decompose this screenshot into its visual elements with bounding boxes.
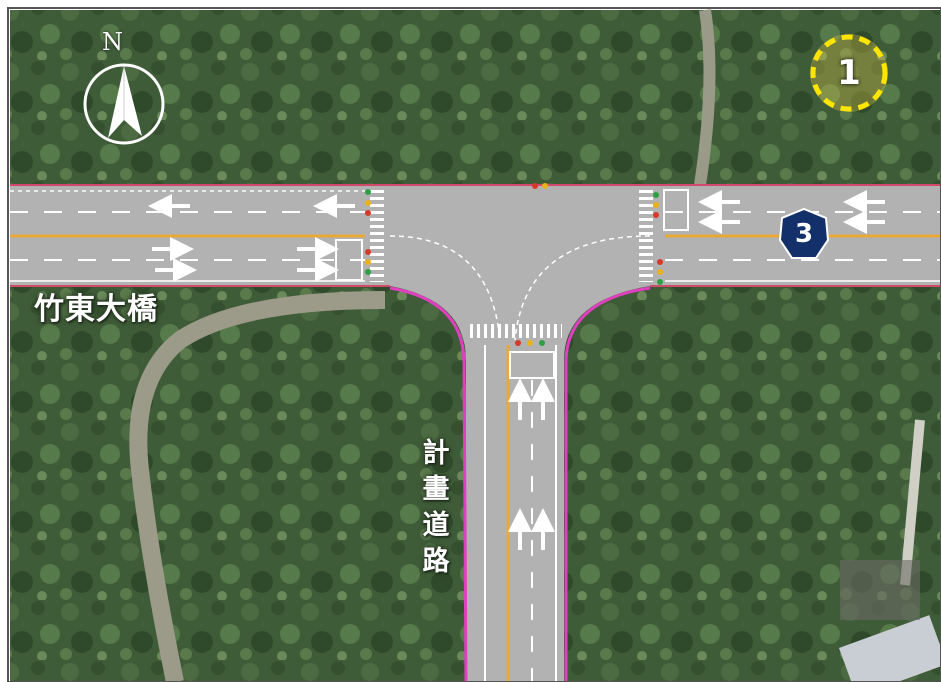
stop-box-east [663,189,689,231]
traffic-signal-icon [657,259,663,285]
route-shield-icon [778,207,830,259]
dirt-trail-east [694,9,716,186]
traffic-signal-icon [365,189,371,216]
badge-ring-icon [810,34,888,112]
traffic-signal-icon [653,192,659,218]
traffic-signal-icon [515,340,545,346]
route-shield-number: 3 [794,219,814,249]
building-roof [839,615,941,682]
planned-road-label: 計 畫 道 路 [416,436,456,580]
planned-road-char: 路 [422,546,450,577]
planned-road-char: 道 [422,510,450,541]
traffic-signal-icon [365,249,371,275]
compass-north-label: N [102,28,123,56]
dirt-trail-south [900,419,925,586]
road-edge-curb-east [564,286,651,682]
paved-lot [840,560,920,620]
traffic-signal-icon [532,183,548,189]
north-arrow-icon [83,63,165,145]
junction-fillet [390,286,650,360]
road-edge-curb-west [389,286,468,682]
turn-guide-west [389,235,501,341]
bridge-label: 竹東大橋 [34,292,158,327]
planned-road-char: 畫 [422,474,450,505]
planned-road-char: 計 [422,438,450,469]
turn-guide-east [514,235,651,341]
dirt-trail-west [129,291,386,682]
badge-number: 1 [837,53,861,93]
map-border [7,7,941,682]
